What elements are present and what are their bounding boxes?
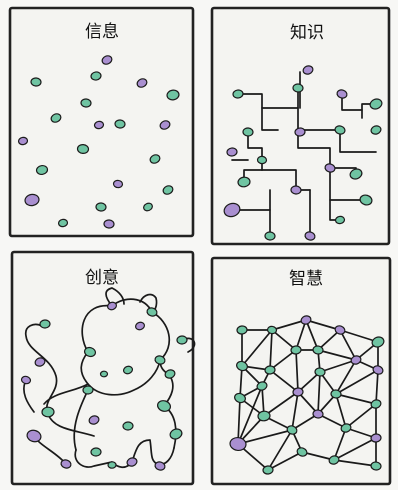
creativity-node-4: [177, 336, 187, 344]
wisdom-node-25: [263, 465, 274, 474]
knowledge-node-14: [291, 186, 302, 195]
knowledge-node-18: [265, 232, 276, 241]
knowledge-node-2: [293, 84, 304, 93]
wisdom-node-21: [371, 433, 382, 442]
panel-creativity-title: 创意: [85, 268, 119, 288]
wisdom-node-1: [237, 325, 248, 334]
creativity-node-16: [123, 422, 133, 430]
knowledge-node-6: [243, 128, 254, 137]
knowledge-node-10: [257, 156, 266, 164]
creativity-node-7: [100, 371, 107, 377]
panel-knowledge-title: 知识: [290, 23, 324, 43]
creativity-node-22: [108, 462, 116, 469]
information-node-5: [81, 99, 92, 108]
information-node-20: [104, 220, 115, 229]
creativity-node-10: [83, 386, 93, 394]
panel-wisdom-title: 智慧: [289, 269, 323, 289]
panel-wisdom: 智慧: [212, 258, 390, 484]
creativity-node-19: [91, 448, 101, 456]
information-node-11: [77, 144, 89, 154]
information-node-8: [115, 120, 126, 129]
information-node-14: [113, 180, 123, 188]
panel-information: 信息: [10, 8, 193, 236]
wisdom-node-9: [265, 365, 276, 374]
information-node-2: [31, 78, 42, 87]
creativity-node-13: [42, 407, 54, 417]
wisdom-node-13: [293, 387, 304, 396]
wisdom-node-17: [258, 411, 271, 422]
panel-creativity: 创意: [12, 252, 195, 484]
creativity-node-1: [40, 320, 50, 328]
panel-knowledge: 知识: [212, 8, 389, 244]
information-node-17: [96, 203, 107, 212]
panel-information-title: 信息: [85, 22, 119, 42]
wisdom-node-5: [291, 345, 302, 354]
